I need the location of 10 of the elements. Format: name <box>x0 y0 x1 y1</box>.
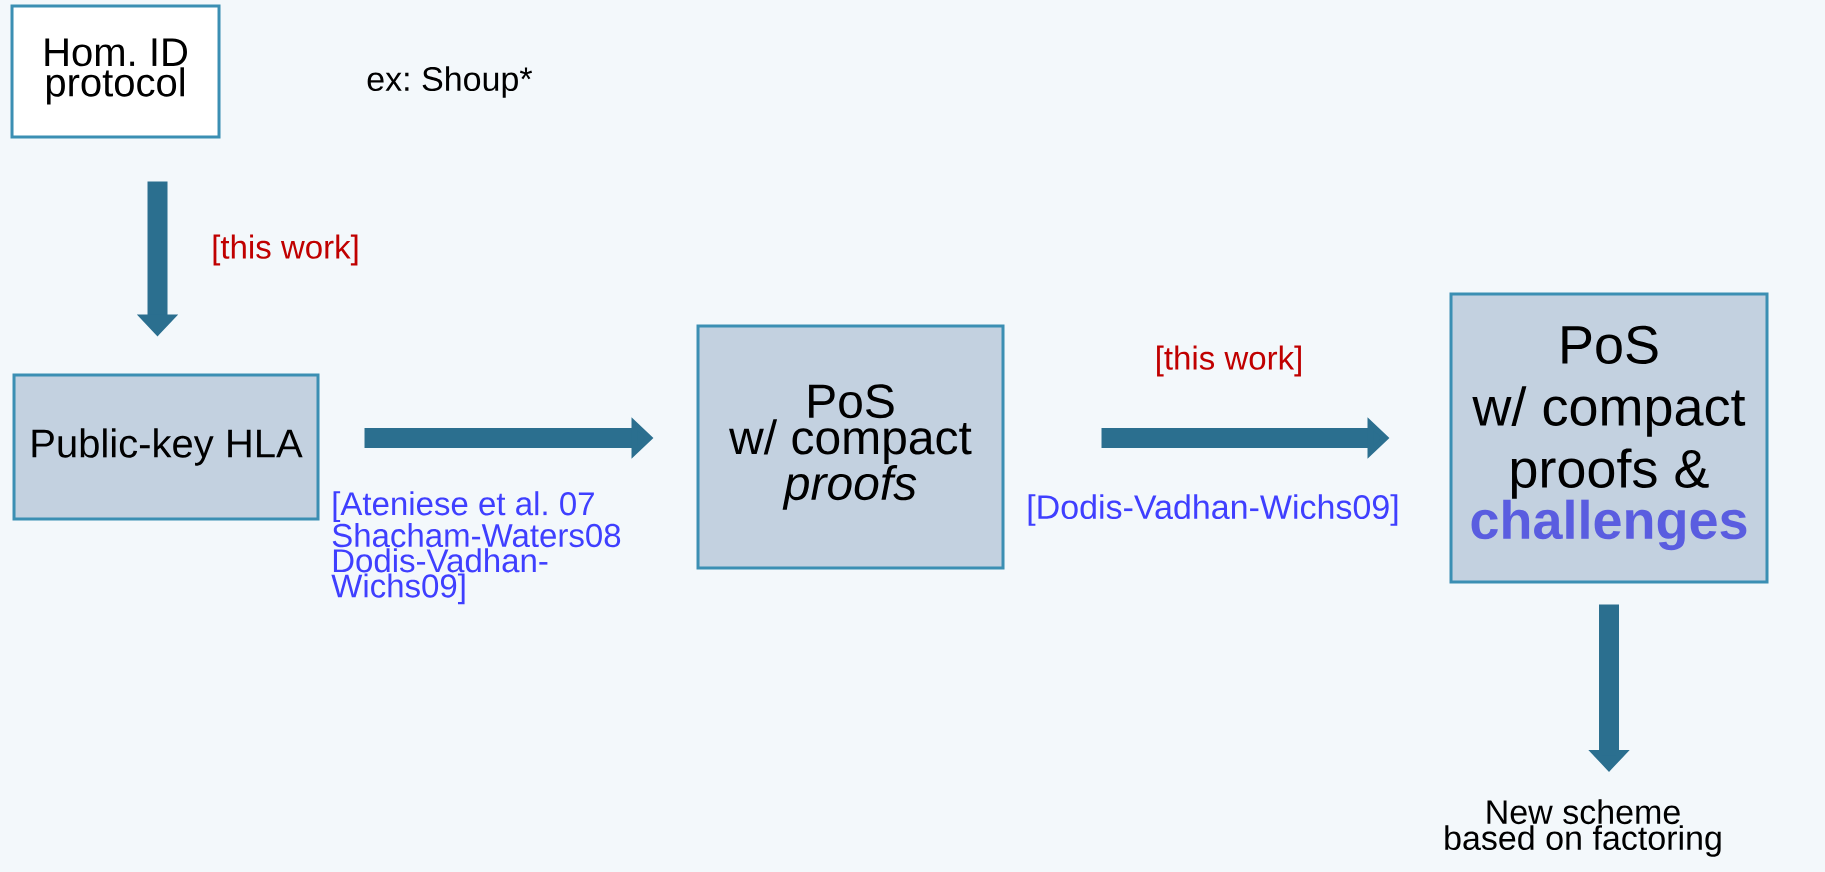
edge-label: [this work] <box>213 234 358 266</box>
process-box: PoS w/ compact proofs <box>696 324 1005 570</box>
note-text: ex: Shoup* <box>367 66 533 98</box>
process-box: PoS w/ compact proofs & challenges <box>1449 292 1769 584</box>
edge-label: [this work] <box>1157 345 1301 377</box>
citation-text: [Dodis-Vadhan-Wichs09] <box>1028 494 1398 526</box>
process-box: Public-key HLA <box>12 373 320 521</box>
result-text: New scheme based on factoring <box>1445 799 1721 857</box>
edge-label: [Ateniese et al. 07 Shacham-Waters08 Dodis-Vadhan-Wichs09] <box>331 491 621 605</box>
process-box: Hom. ID protocol <box>10 4 221 139</box>
